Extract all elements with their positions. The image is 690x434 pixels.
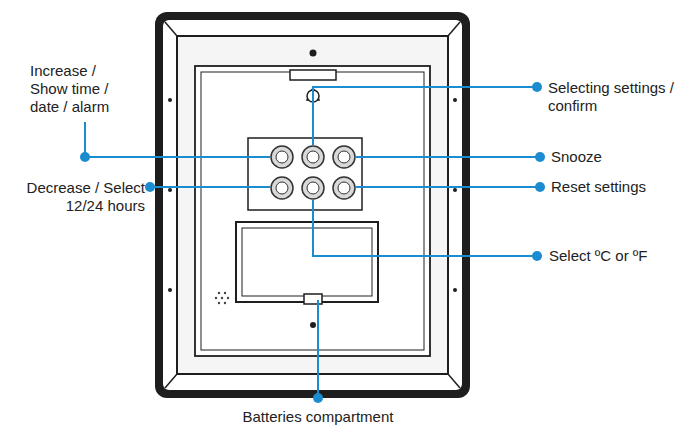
button-label: Increase / Show time / date / alarm: [30, 62, 130, 116]
button-label: Decrease / Select 12/24 hours: [7, 179, 145, 215]
battery-tab: [304, 294, 322, 304]
part-label: Batteries compartment: [243, 408, 394, 426]
button-plate: [248, 138, 362, 210]
speaker-grille: [215, 292, 229, 304]
button-label: Reset settings: [551, 178, 646, 196]
leader-dots: [80, 82, 545, 403]
button-label: Selecting settings / confirm: [548, 79, 686, 115]
battery-cover: [236, 222, 378, 302]
button-label: Snooze: [551, 148, 602, 166]
buttons: [271, 146, 355, 199]
leader-lines: [85, 87, 540, 398]
battery-cover-inner: [242, 228, 372, 296]
hanger-slot: [290, 70, 336, 80]
button-label: Select ºC or ºF: [549, 247, 647, 265]
